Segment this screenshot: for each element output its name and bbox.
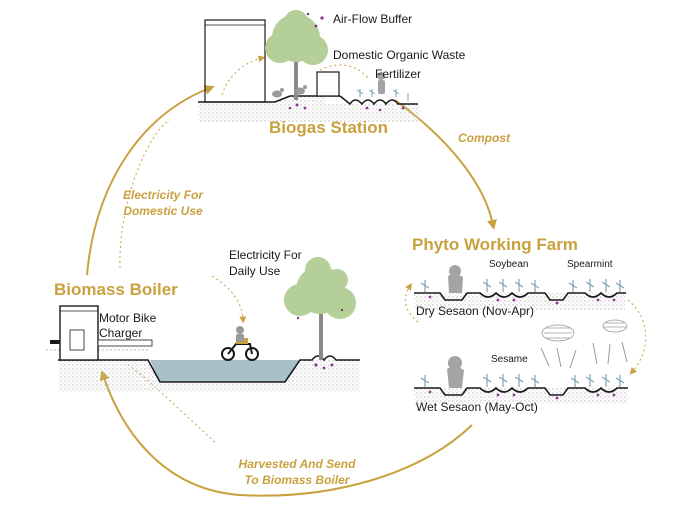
sesame-label: Sesame bbox=[491, 354, 528, 365]
wet-season-label: Wet Sesaon (May-Oct) bbox=[416, 400, 538, 414]
soybean-label: Soybean bbox=[489, 259, 529, 270]
spearmint-label: Spearmint bbox=[567, 259, 613, 270]
electricity-daily-label-1: Electricity For bbox=[229, 248, 302, 262]
flower-icon bbox=[428, 295, 616, 305]
waste-bin-icon bbox=[316, 71, 340, 97]
charger-label-2: Charger bbox=[99, 326, 143, 340]
tree-icon bbox=[284, 257, 356, 360]
arrow-harvest bbox=[99, 370, 473, 497]
airflow-buffer-label: Air-Flow Buffer bbox=[333, 12, 413, 26]
crop-icon bbox=[420, 279, 625, 292]
person-icon bbox=[448, 265, 463, 293]
flower-icon bbox=[296, 308, 344, 370]
biogas-station-title: Biogas Station bbox=[269, 118, 389, 137]
building-icon bbox=[204, 19, 266, 103]
boiler-scene bbox=[46, 257, 360, 392]
harvested-flow-label-1: Harvested And Send bbox=[238, 457, 356, 471]
boiler-building-icon bbox=[50, 305, 153, 361]
flower-icon bbox=[288, 12, 405, 112]
motorbike-icon bbox=[221, 326, 259, 361]
person-icon bbox=[377, 72, 385, 94]
dotted-arrow-top bbox=[221, 55, 266, 96]
tree-icon bbox=[265, 10, 328, 100]
charger-label-1: Motor Bike bbox=[99, 311, 157, 325]
rain-icon bbox=[540, 341, 628, 369]
electricity-domestic-flow-label-2: Domestic Use bbox=[123, 204, 203, 218]
dotted-arrow-biogas bbox=[119, 119, 171, 269]
flower-icon bbox=[428, 390, 616, 400]
electricity-daily-label-2: Daily Use bbox=[229, 264, 281, 278]
phyto-farm-title: Phyto Working Farm bbox=[412, 235, 578, 254]
farm-dry-scene bbox=[414, 265, 626, 310]
chicken-icon bbox=[272, 85, 307, 98]
harvested-flow-label-2: To Biomass Boiler bbox=[244, 473, 350, 487]
electricity-domestic-flow-label-1: Electricity For bbox=[122, 188, 204, 202]
cloud-icon bbox=[541, 319, 628, 342]
domestic-waste-label: Domestic Organic Waste bbox=[333, 48, 466, 62]
dotted-arrow-daily bbox=[211, 275, 247, 324]
crop-icon bbox=[420, 374, 625, 387]
crop-icon bbox=[356, 89, 409, 101]
dry-season-label: Dry Sesaon (Nov-Apr) bbox=[416, 304, 535, 318]
pond bbox=[150, 360, 300, 382]
farm-wet-scene bbox=[414, 319, 628, 404]
dotted-arrow-farm-right bbox=[627, 299, 647, 375]
arrow-electricity-domestic bbox=[86, 85, 215, 276]
biogas-scene bbox=[198, 10, 420, 122]
person-icon bbox=[447, 356, 464, 388]
compost-flow-label: Compost bbox=[458, 131, 510, 145]
fertilizer-label: Fertilizer bbox=[375, 67, 422, 81]
dotted-arrow-fertilizer bbox=[319, 64, 369, 79]
biomass-boiler-title: Biomass Boiler bbox=[54, 280, 178, 299]
